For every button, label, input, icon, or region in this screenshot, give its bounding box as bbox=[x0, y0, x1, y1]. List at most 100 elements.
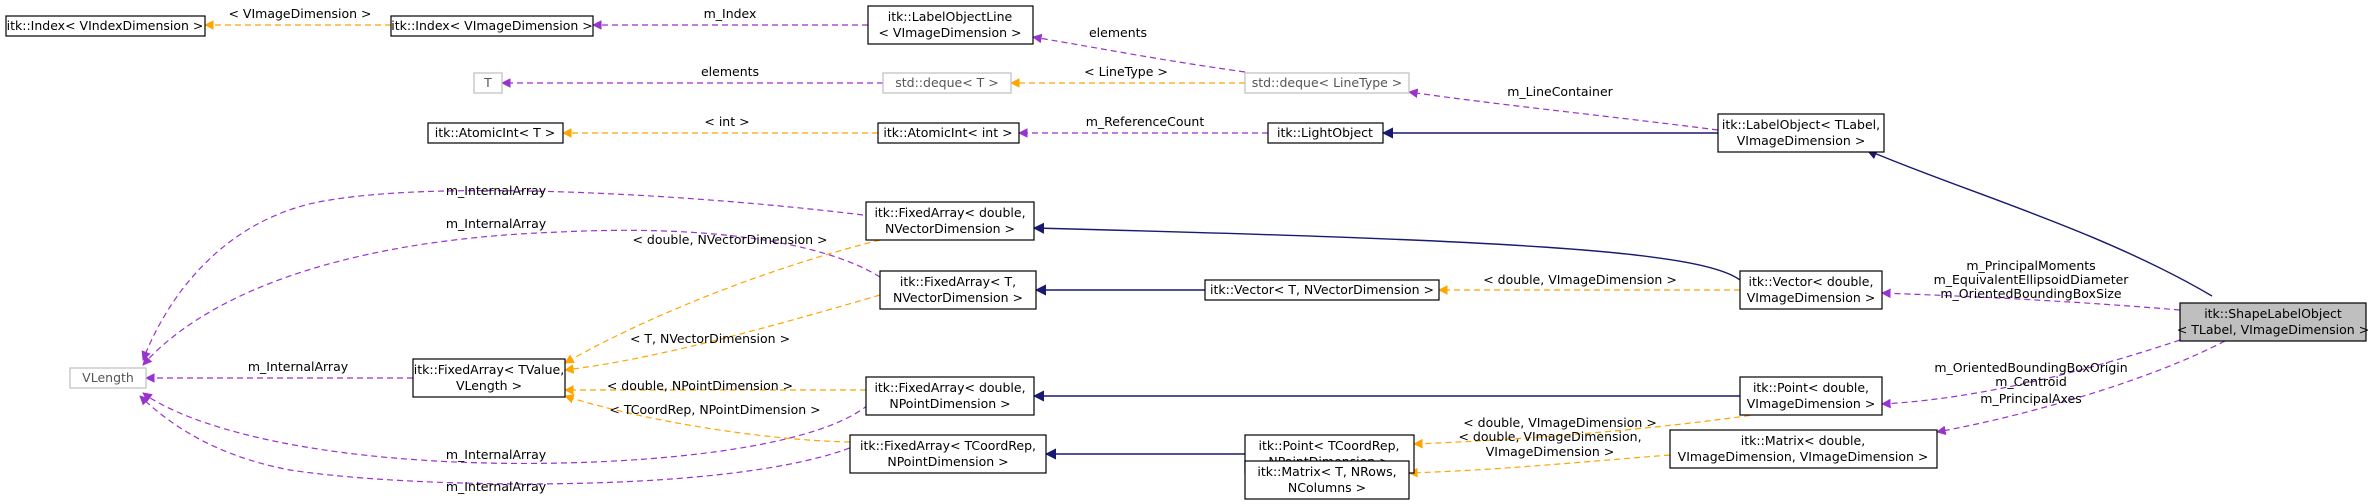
node-label: NColumns > bbox=[1288, 480, 1366, 495]
edge-label: m_InternalArray bbox=[446, 216, 547, 231]
node-label: itk::ShapeLabelObject bbox=[2204, 306, 2342, 321]
node-label: itk::Matrix< double, bbox=[1741, 433, 1865, 448]
node-label: itk::AtomicInt< int > bbox=[883, 125, 1012, 140]
node-label: itk::LightObject bbox=[1277, 125, 1373, 140]
edge-label: < double, NPointDimension > bbox=[607, 378, 793, 393]
node-label: itk::AtomicInt< T > bbox=[435, 125, 555, 140]
edge-elements-t: elements bbox=[501, 64, 883, 88]
node-label: itk::Vector< double, bbox=[1749, 274, 1874, 289]
node-label: NVectorDimension > bbox=[893, 290, 1023, 305]
node-atomicint-t[interactable]: itk::AtomicInt< T > bbox=[427, 122, 564, 144]
edge-label: < double, NVectorDimension > bbox=[632, 232, 827, 247]
edge-m-internalarray-3: m_InternalArray bbox=[145, 359, 413, 383]
edge-m-index: m_Index bbox=[592, 6, 868, 30]
edge-template-tcoord-npoint: < TCoordRep, NPointDimension > bbox=[564, 394, 851, 443]
node-label: VImageDimension > bbox=[1747, 396, 1876, 411]
node-label: itk::FixedArray< TValue, bbox=[414, 362, 564, 377]
edge-label: m_OrientedBoundingBoxSize bbox=[1940, 286, 2122, 301]
edge-label: m_InternalArray bbox=[248, 359, 349, 374]
edge-label: m_InternalArray bbox=[446, 479, 547, 494]
node-fixedarray-double-npointdimension[interactable]: itk::FixedArray< double, NPointDimension… bbox=[865, 376, 1035, 416]
node-label: VLength bbox=[82, 370, 134, 385]
node-lightobject[interactable]: itk::LightObject bbox=[1267, 122, 1384, 144]
edge-template-t-nvec: < T, NVectorDimension > bbox=[564, 294, 881, 374]
node-vector-double-vimagedimension[interactable]: itk::Vector< double, VImageDimension > bbox=[1739, 270, 1883, 310]
node-t[interactable]: T bbox=[473, 72, 503, 94]
edge-label: < int > bbox=[704, 114, 749, 129]
edge-label: m_PrincipalMoments bbox=[1966, 258, 2095, 273]
edge-m-internalarray-2: m_InternalArray bbox=[142, 216, 881, 366]
edge-linetype-template: < LineType > bbox=[1010, 64, 1245, 88]
node-fixedarray-t-nvectordimension[interactable]: itk::FixedArray< T, NVectorDimension > bbox=[879, 270, 1037, 310]
node-label: itk::LabelObject< TLabel, bbox=[1722, 117, 1880, 132]
edge-label: m_ReferenceCount bbox=[1086, 114, 1205, 129]
edge-label: elements bbox=[1089, 25, 1147, 40]
node-index-vimagedimension[interactable]: itk::Index< VImageDimension > bbox=[390, 15, 594, 37]
node-label: itk::Point< TCoordRep, bbox=[1258, 438, 1399, 453]
node-label: VLength > bbox=[456, 378, 522, 393]
node-label: itk::Vector< T, NVectorDimension > bbox=[1210, 282, 1434, 297]
edge-template-point: < double, VImageDimension > bbox=[1413, 413, 1761, 449]
edge-label: m_Centroid bbox=[1995, 374, 2067, 389]
edge-label: < LineType > bbox=[1084, 64, 1168, 79]
edge-m-linecontainer: m_LineContainer bbox=[1408, 84, 1719, 131]
node-labelobjectline[interactable]: itk::LabelObjectLine < VImageDimension > bbox=[867, 5, 1034, 45]
node-label: NPointDimension > bbox=[889, 396, 1010, 411]
edge-label: m_Index bbox=[704, 6, 757, 21]
node-fixedarray-double-nvectordimension[interactable]: itk::FixedArray< double, NVectorDimensio… bbox=[865, 201, 1035, 241]
node-label: < TLabel, VImageDimension > bbox=[2177, 322, 2369, 337]
edge-inherit-labelobject bbox=[1865, 148, 2213, 297]
node-label: itk::Index< VIndexDimension > bbox=[7, 18, 204, 33]
edge-label: m_InternalArray bbox=[446, 183, 547, 198]
node-std-deque-t[interactable]: std::deque< T > bbox=[882, 72, 1012, 94]
node-atomicint-int[interactable]: itk::AtomicInt< int > bbox=[877, 122, 1020, 144]
node-label: VImageDimension, VImageDimension > bbox=[1678, 449, 1929, 464]
edge-label: m_LineContainer bbox=[1507, 84, 1613, 99]
node-label: itk::FixedArray< double, bbox=[874, 380, 1025, 395]
edge-m-referencecount: m_ReferenceCount bbox=[1018, 114, 1268, 138]
node-matrix-t-nrows-ncolumns[interactable]: itk::Matrix< T, NRows, NColumns > bbox=[1244, 460, 1410, 500]
node-label: VImageDimension > bbox=[1747, 290, 1876, 305]
edge-index-template: < VImageDimension > bbox=[204, 6, 391, 30]
edge-label: m_OrientedBoundingBoxOrigin bbox=[1934, 360, 2127, 375]
node-std-deque-linetype[interactable]: std::deque< LineType > bbox=[1244, 72, 1410, 94]
edge-label: < double, VImageDimension > bbox=[1463, 415, 1657, 430]
edge-m-internalarray-4: m_InternalArray bbox=[142, 392, 869, 465]
node-label: itk::FixedArray< TCoordRep, bbox=[860, 438, 1036, 453]
edge-m-internalarray-5: m_InternalArray bbox=[139, 395, 869, 494]
node-label: itk::FixedArray< double, bbox=[874, 205, 1025, 220]
node-matrix-double-vimagedimension[interactable]: itk::Matrix< double, VImageDimension, VI… bbox=[1669, 429, 1938, 469]
edge-label: < T, NVectorDimension > bbox=[630, 331, 790, 346]
edge-label: m_EquivalentEllipsoidDiameter bbox=[1934, 272, 2130, 287]
node-label: < VImageDimension > bbox=[878, 25, 1021, 40]
node-label: itk::Index< VImageDimension > bbox=[391, 18, 592, 33]
edge-label: m_PrincipalAxes bbox=[1980, 391, 2081, 406]
node-labelobject[interactable]: itk::LabelObject< TLabel, VImageDimensio… bbox=[1717, 113, 1885, 153]
node-index-vindexdimension[interactable]: itk::Index< VIndexDimension > bbox=[5, 15, 206, 37]
node-point-double-vimagedimension[interactable]: itk::Point< double, VImageDimension > bbox=[1739, 376, 1883, 416]
edge-elements-lineobject: elements bbox=[1032, 25, 1246, 73]
node-vector-t-nvectordimension[interactable]: itk::Vector< T, NVectorDimension > bbox=[1204, 279, 1440, 301]
node-shapelabelobject[interactable]: itk::ShapeLabelObject < TLabel, VImageDi… bbox=[2177, 302, 2369, 342]
node-label: itk::Point< double, bbox=[1753, 380, 1869, 395]
node-vlength[interactable]: VLength bbox=[69, 367, 147, 389]
node-label: NPointDimension > bbox=[887, 454, 1008, 469]
node-label: NVectorDimension > bbox=[885, 221, 1015, 236]
edge-label: < TCoordRep, NPointDimension > bbox=[609, 402, 820, 417]
node-fixedarray-tvalue-vlength[interactable]: itk::FixedArray< TValue, VLength > bbox=[412, 358, 566, 398]
node-label: VImageDimension > bbox=[1737, 133, 1866, 148]
edge-label: m_InternalArray bbox=[446, 447, 547, 462]
edge-template-matrix: < double, VImageDimension, VImageDimensi… bbox=[1408, 429, 1671, 478]
node-label: itk::Matrix< T, NRows, bbox=[1257, 464, 1396, 479]
edge-label: elements bbox=[701, 64, 759, 79]
node-label: std::deque< LineType > bbox=[1252, 75, 1403, 90]
edge-label: < double, VImageDimension, bbox=[1458, 429, 1641, 444]
node-fixedarray-tcoordrep-npointdimension[interactable]: itk::FixedArray< TCoordRep, NPointDimens… bbox=[849, 434, 1047, 474]
edge-m-internalarray-1: m_InternalArray bbox=[141, 183, 864, 361]
edge-template-double-npoint: < double, NPointDimension > bbox=[564, 378, 866, 395]
edge-int-template: < int > bbox=[562, 114, 878, 138]
edge-vector-members: m_PrincipalMoments m_EquivalentEllipsoid… bbox=[1881, 258, 2181, 311]
edge-m-principalaxes: m_PrincipalAxes bbox=[1936, 340, 2226, 436]
edge-template-double-nvec: < double, NVectorDimension > bbox=[564, 232, 881, 364]
